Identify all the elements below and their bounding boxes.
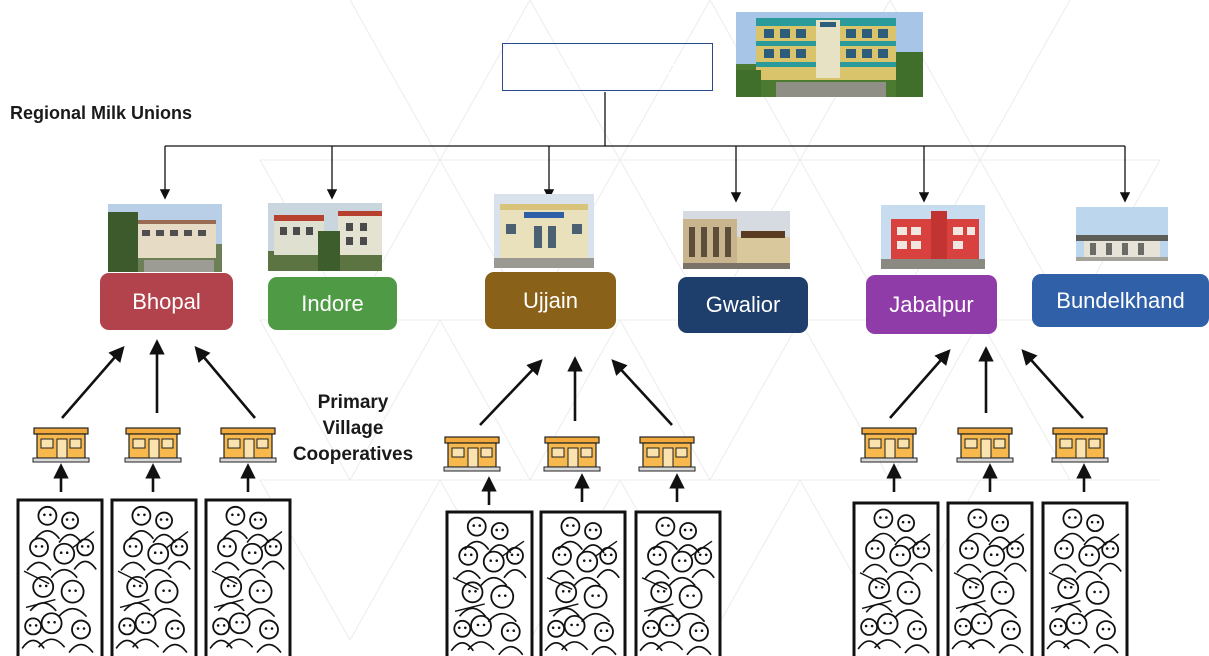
bhopal-building-photo-icon <box>108 204 222 272</box>
coop-arrow <box>61 346 125 419</box>
apex-federation-label: Apex Federation <box>526 54 689 79</box>
farmers-crowd-icon <box>445 510 534 656</box>
coop-arrow <box>611 359 673 426</box>
coop-arrow <box>1021 349 1084 419</box>
union-box-ujjain: Ujjain <box>485 272 616 329</box>
village-shop-icon <box>860 427 918 463</box>
bundelkhand-building-photo-icon <box>1076 207 1168 261</box>
farmers-crowd-icon <box>946 501 1034 656</box>
village-shop-icon <box>32 427 90 463</box>
coop-arrow <box>194 346 256 419</box>
union-box-gwalior: Gwalior <box>678 277 808 333</box>
village-shop-icon <box>956 427 1014 463</box>
union-box-bundelkhand: Bundelkhand <box>1032 274 1209 327</box>
union-label-bhopal: Bhopal <box>132 288 201 314</box>
coop-arrow <box>889 349 951 419</box>
union-box-indore: Indore <box>268 277 397 330</box>
village-shop-icon <box>443 436 501 472</box>
coop-arrow <box>479 359 543 426</box>
village-shop-icon <box>638 436 696 472</box>
primary-label-line2: Village <box>322 418 384 439</box>
primary-label-line1: Primary <box>317 392 389 413</box>
village-shop-icon <box>124 427 182 463</box>
indore-building-photo-icon <box>268 203 382 271</box>
farmers-crowd-icon <box>1041 501 1129 656</box>
farmers-crowd-icon <box>634 510 722 656</box>
apex-federation-box: Apex Federation <box>502 43 713 91</box>
union-label-bundelkhand: Bundelkhand <box>1056 287 1185 313</box>
primary-village-cooperatives-label: Primary Village Cooperatives <box>276 390 430 468</box>
jabalpur-building-photo-icon <box>881 205 985 269</box>
gwalior-building-photo-icon <box>683 211 790 269</box>
farmers-crowd-icon <box>539 510 627 656</box>
farmers-crowd-icon <box>16 498 104 656</box>
village-shop-icon <box>219 427 277 463</box>
union-label-jabalpur: Jabalpur <box>889 291 974 317</box>
union-label-ujjain: Ujjain <box>522 287 579 313</box>
regional-milk-unions-label: Regional Milk Unions <box>10 103 193 123</box>
farmers-crowd-icon <box>852 501 940 656</box>
union-label-gwalior: Gwalior <box>705 292 781 317</box>
village-shop-icon <box>1051 427 1109 463</box>
ujjain-building-photo-icon <box>494 194 594 268</box>
union-box-bhopal: Bhopal <box>100 273 233 330</box>
apex-building-photo-icon <box>736 12 923 97</box>
primary-label-line3: Cooperatives <box>292 444 414 465</box>
farmers-crowd-icon <box>204 498 292 656</box>
farmers-crowd-icon <box>110 498 198 656</box>
village-shop-icon <box>543 436 601 472</box>
union-box-jabalpur: Jabalpur <box>866 275 997 334</box>
union-label-indore: Indore <box>301 290 364 316</box>
